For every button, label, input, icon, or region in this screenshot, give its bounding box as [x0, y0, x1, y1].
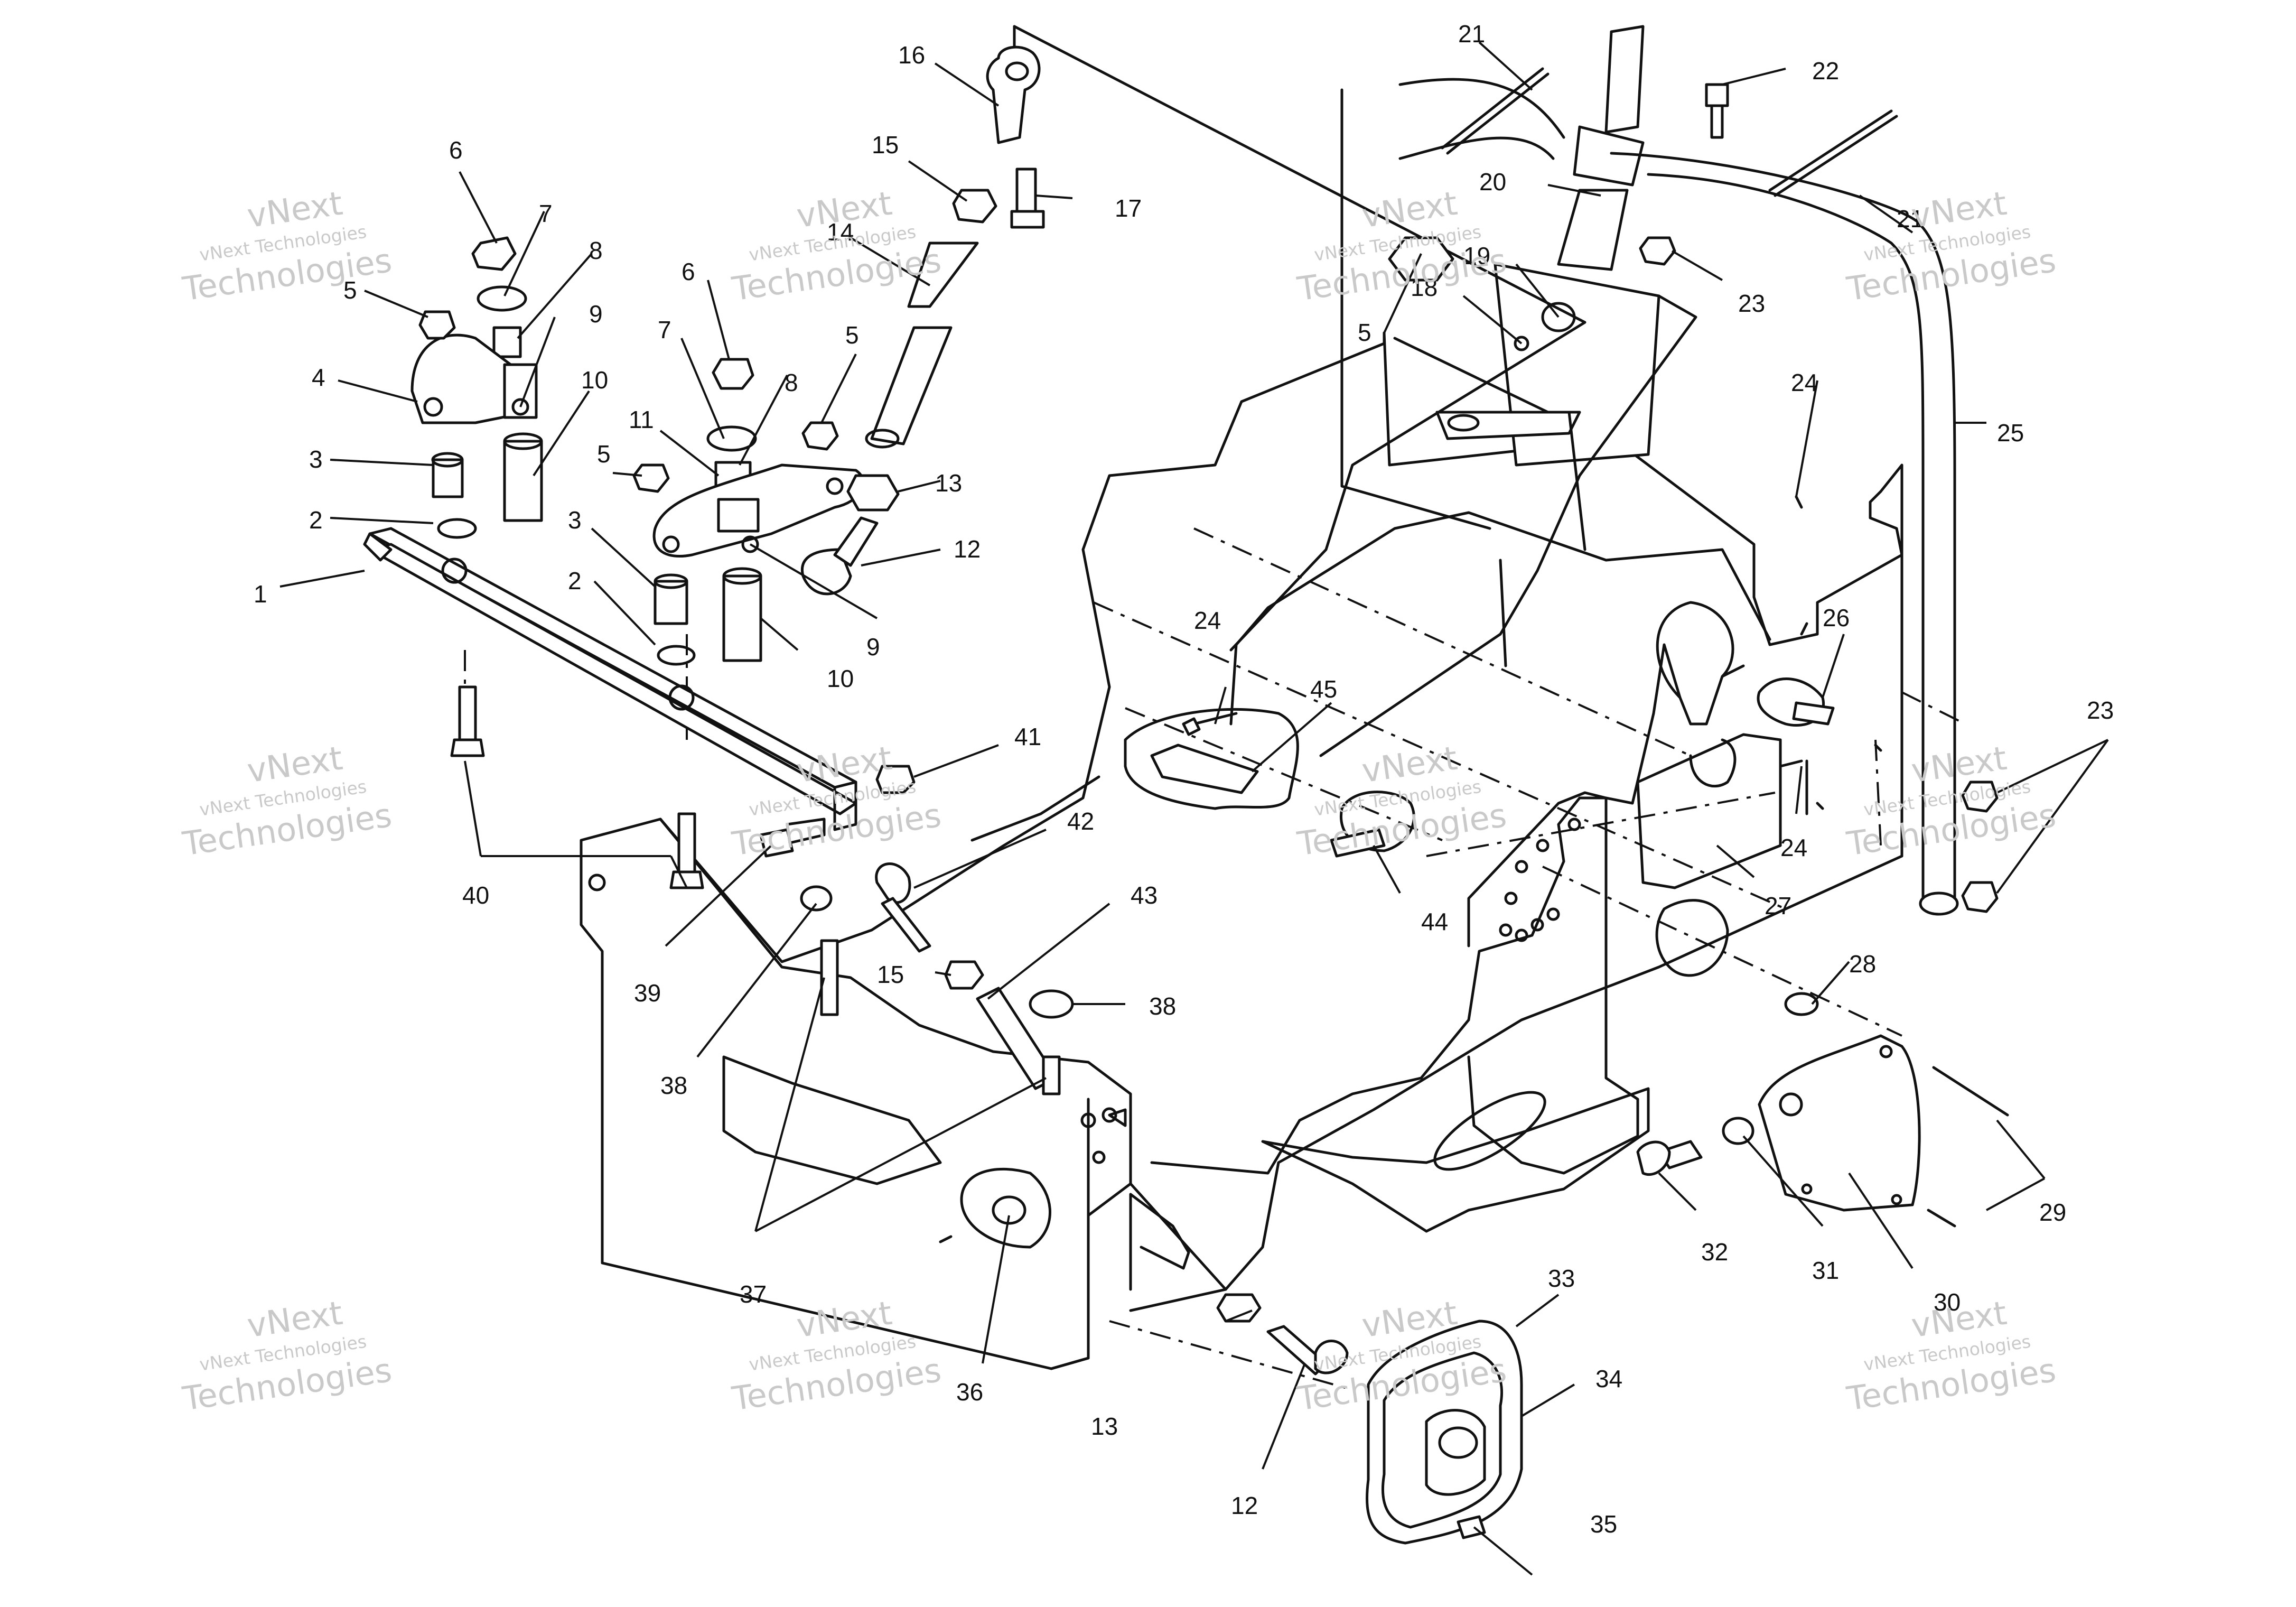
outline-guide: [1013, 25, 1586, 652]
callout-5: 5: [1358, 319, 1371, 346]
callout-3: 3: [568, 506, 582, 534]
callout-5: 5: [343, 276, 357, 304]
callout-41: 41: [1014, 723, 1041, 750]
callout-19: 19: [1463, 242, 1490, 270]
callout-21: 21: [1897, 205, 1924, 233]
cross-bar: [363, 527, 857, 831]
callout-25: 25: [1997, 419, 2024, 447]
callout-38: 38: [660, 1072, 687, 1099]
callout-15: 15: [877, 961, 904, 988]
callout-17: 17: [1115, 194, 1142, 222]
callout-7: 7: [539, 200, 553, 227]
right-hardware: [1388, 83, 1999, 913]
callout-42: 42: [1067, 807, 1094, 835]
callout-34: 34: [1595, 1365, 1622, 1392]
callout-26: 26: [1823, 604, 1850, 631]
callout-4: 4: [312, 364, 325, 391]
callout-14: 14: [827, 218, 854, 246]
callout-30: 30: [1934, 1288, 1961, 1316]
callout-38: 38: [1149, 992, 1176, 1020]
callout-37: 37: [740, 1280, 767, 1308]
callout-13: 13: [1091, 1413, 1118, 1440]
left-pivot-assembly: [410, 236, 543, 539]
callout-32: 32: [1701, 1238, 1728, 1266]
callout-9: 9: [589, 300, 603, 328]
callout-36: 36: [956, 1378, 983, 1406]
callout-35: 35: [1590, 1510, 1617, 1538]
callout-22: 22: [1812, 57, 1839, 85]
handlebar-tube: [1398, 78, 1959, 916]
callout-1: 1: [254, 580, 267, 608]
callout-13: 13: [935, 469, 962, 497]
callout-2: 2: [568, 567, 582, 595]
callout-24: 24: [1791, 369, 1818, 396]
callout-3: 3: [309, 445, 323, 473]
center-cover: [1124, 708, 1415, 858]
callout-24: 24: [1194, 607, 1221, 634]
callout-12: 12: [1231, 1492, 1258, 1519]
callout-6: 6: [449, 136, 463, 164]
callout-40: 40: [462, 881, 489, 909]
callout-labels: 1 2 2 3 3 4 5 5 5 5 6 6 7 7 8 8 9 9 10 1…: [254, 20, 2114, 1538]
centerlines: [464, 527, 1966, 1391]
callout-28: 28: [1849, 950, 1876, 978]
callout-7: 7: [658, 316, 671, 343]
callout-10: 10: [827, 665, 854, 692]
callout-2: 2: [309, 506, 323, 534]
leader-lines: [279, 41, 2109, 1576]
callout-33: 33: [1548, 1265, 1575, 1292]
callout-16: 16: [898, 41, 925, 69]
callout-11: 11: [629, 406, 654, 433]
callout-45: 45: [1310, 675, 1337, 703]
callout-12: 12: [954, 535, 981, 563]
right-plate: [1636, 677, 1835, 977]
callout-43: 43: [1131, 881, 1158, 909]
callout-20: 20: [1479, 168, 1506, 196]
callout-23: 23: [2087, 696, 2114, 724]
callout-9: 9: [866, 633, 880, 661]
callout-44: 44: [1421, 908, 1448, 935]
cable-ties: [1441, 67, 1898, 197]
upper-linkage: [865, 25, 1045, 449]
callout-5: 5: [597, 440, 611, 468]
steering-column: [1319, 25, 1697, 757]
callout-24: 24: [1780, 834, 1807, 861]
callout-39: 39: [634, 979, 661, 1007]
callout-27: 27: [1765, 892, 1791, 919]
lower-mount: [1216, 1293, 1523, 1545]
callout-6: 6: [682, 258, 695, 285]
middle-pivot-assembly: [632, 358, 900, 666]
callout-15: 15: [872, 131, 899, 159]
callout-23: 23: [1738, 290, 1765, 317]
callout-29: 29: [2039, 1199, 2066, 1226]
callout-8: 8: [785, 369, 798, 396]
callout-31: 31: [1812, 1257, 1839, 1284]
callout-21: 21: [1458, 20, 1485, 48]
callout-5: 5: [845, 321, 859, 349]
front-hardware: [450, 685, 1074, 1249]
callout-8: 8: [589, 237, 603, 264]
rear-cover: [1636, 992, 2009, 1228]
callout-10: 10: [581, 366, 608, 394]
callout-18: 18: [1411, 274, 1438, 301]
